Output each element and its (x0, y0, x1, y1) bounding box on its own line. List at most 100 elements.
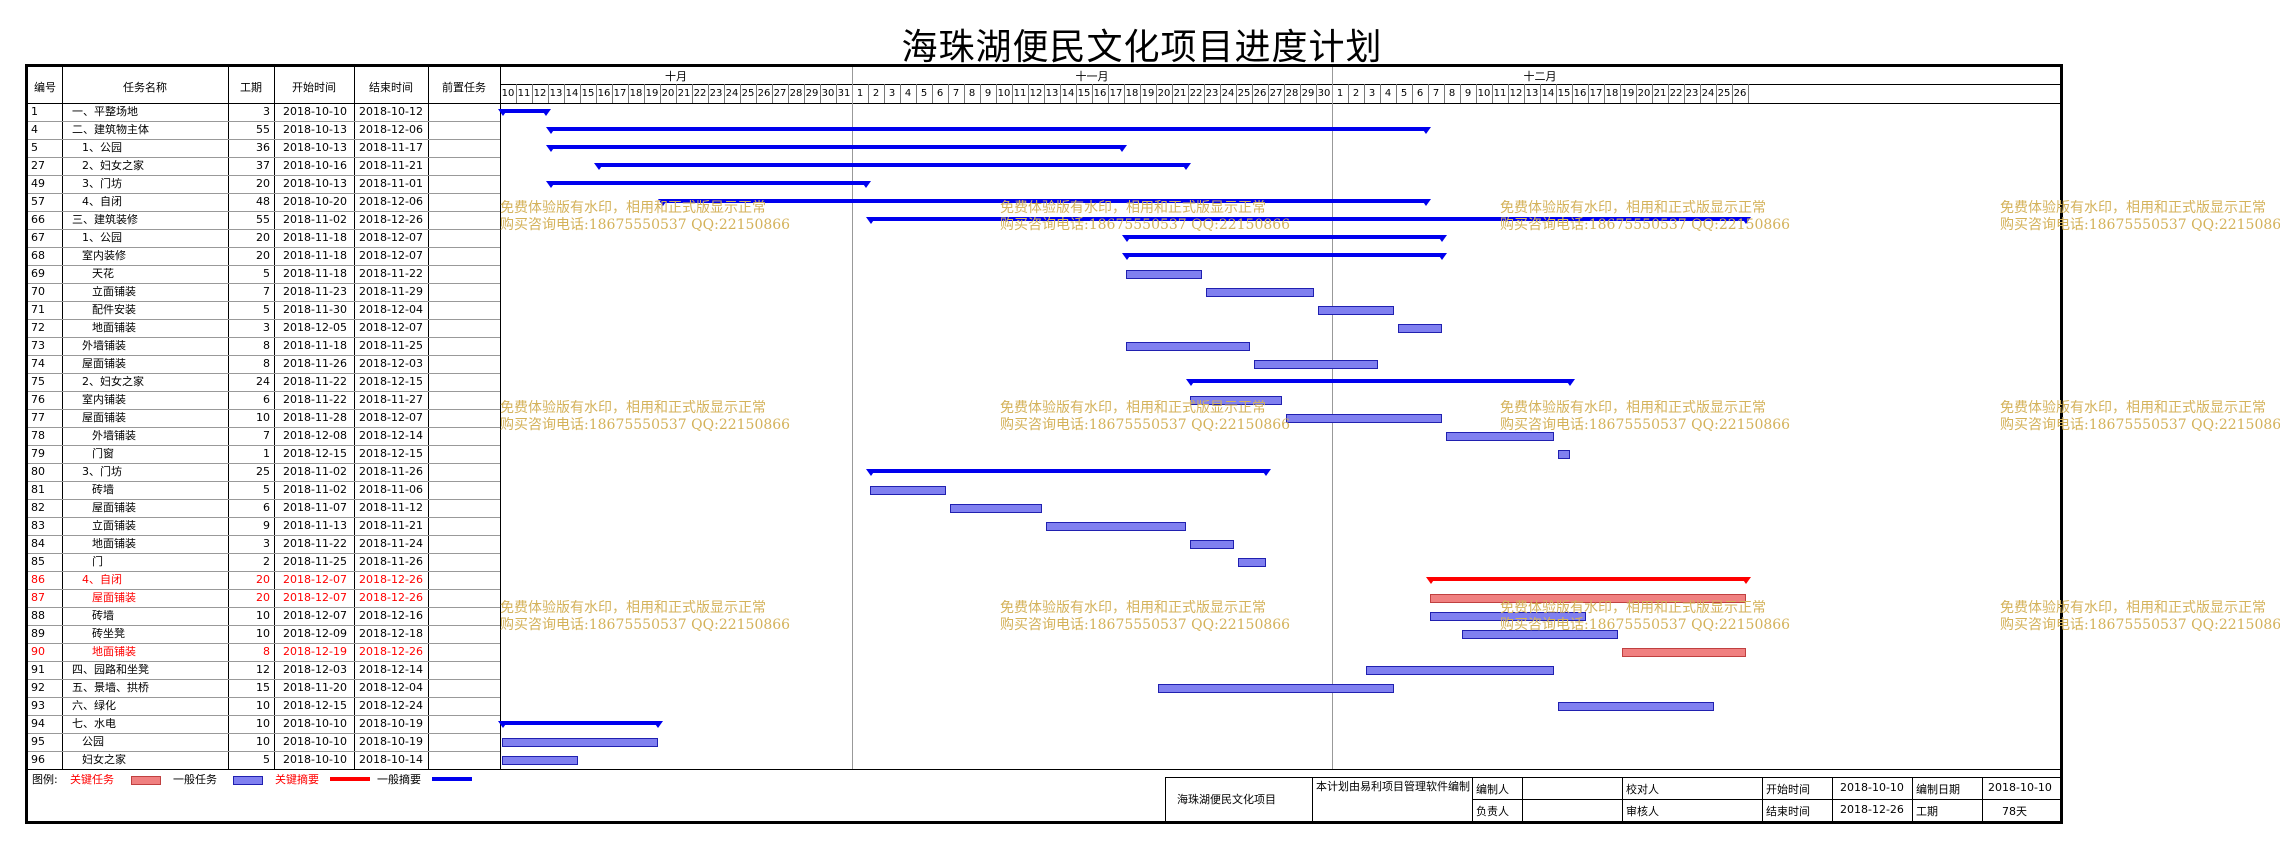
day-tick (548, 84, 549, 103)
summary-end-marker (866, 469, 876, 476)
day-tick (1508, 84, 1509, 103)
task-bar[interactable] (502, 738, 658, 747)
day-label: 19 (645, 88, 659, 99)
day-tick (1732, 84, 1733, 103)
task-bar[interactable] (1318, 306, 1394, 315)
day-label: 18 (1125, 88, 1139, 99)
task-bar[interactable] (1446, 432, 1554, 441)
legend-prefix: 图例: (32, 774, 58, 786)
row-line (28, 139, 500, 140)
footer-start-value: 2018-10-10 (1840, 781, 1904, 794)
watermark-line: 免费体验版有水印，相用和正式版显示正常 (500, 600, 766, 616)
task-bar[interactable] (1430, 612, 1586, 621)
task-end: 2018-12-03 (359, 358, 423, 370)
task-duration: 10 (256, 628, 270, 640)
task-name: 二、建筑物主体 (72, 124, 149, 136)
day-label: 15 (1557, 88, 1571, 99)
task-bar[interactable] (1190, 540, 1234, 549)
summary-end-marker (1122, 235, 1132, 242)
day-tick (660, 84, 661, 103)
summary-end-marker (594, 163, 604, 170)
task-bar[interactable] (1366, 666, 1554, 675)
task-bar[interactable] (870, 486, 946, 495)
task-bar[interactable] (502, 756, 578, 765)
day-tick (1092, 84, 1093, 103)
day-label: 1 (856, 88, 864, 99)
row-line (28, 121, 500, 122)
task-name: 1、公园 (82, 232, 122, 244)
day-label: 12 (533, 88, 547, 99)
day-label: 31 (837, 88, 851, 99)
task-bar[interactable] (1158, 684, 1394, 693)
summary-end-marker (1421, 127, 1431, 134)
month-label: 十二月 (1523, 70, 1557, 83)
task-name: 配件安装 (92, 304, 136, 316)
day-tick (900, 84, 901, 103)
day-tick (1380, 84, 1381, 103)
task-end: 2018-10-19 (359, 736, 423, 748)
task-end: 2018-11-01 (359, 178, 423, 190)
row-line (28, 661, 500, 662)
task-bar[interactable] (1462, 630, 1618, 639)
task-bar[interactable] (1126, 270, 1202, 279)
row-line (28, 643, 500, 644)
day-label: 16 (1573, 88, 1587, 99)
day-tick (884, 84, 885, 103)
task-bar[interactable] (1286, 414, 1442, 423)
task-start: 2018-11-30 (283, 304, 347, 316)
task-bar[interactable] (1622, 648, 1746, 657)
task-bar[interactable] (1190, 396, 1282, 405)
task-end: 2018-12-06 (359, 196, 423, 208)
day-tick (1604, 84, 1605, 103)
day-label: 23 (1205, 88, 1219, 99)
info-column-line (1165, 777, 1166, 821)
task-bar[interactable] (1558, 702, 1714, 711)
task-name: 六、绿化 (72, 700, 116, 712)
task-bar[interactable] (1254, 360, 1378, 369)
task-bar[interactable] (1206, 288, 1314, 297)
column-header: 前置任务 (442, 81, 486, 94)
task-duration: 7 (263, 286, 270, 298)
day-tick (532, 84, 533, 103)
day-tick (1396, 84, 1397, 103)
task-name: 砖坐凳 (92, 628, 125, 640)
task-name: 立面铺装 (92, 286, 136, 298)
day-label: 30 (821, 88, 835, 99)
row-line (28, 283, 500, 284)
task-end: 2018-12-26 (359, 646, 423, 658)
task-bar[interactable] (950, 504, 1042, 513)
task-bar[interactable] (1558, 450, 1570, 459)
task-bar[interactable] (1398, 324, 1442, 333)
watermark-line: 免费体验版有水印，相用和正式版显示正常 (1500, 400, 1766, 416)
task-id: 95 (31, 736, 45, 748)
row-line (28, 571, 500, 572)
summary-end-marker (1122, 253, 1132, 260)
info-column-line (1912, 777, 1913, 821)
legend-critical-task: 关键任务 (70, 774, 114, 786)
row-line (28, 265, 500, 266)
task-start: 2018-12-08 (283, 430, 347, 442)
task-bar[interactable] (1046, 522, 1186, 531)
task-bar[interactable] (1430, 594, 1746, 603)
day-tick (1748, 84, 1749, 103)
summary-end-marker (1181, 163, 1191, 170)
task-start: 2018-11-18 (283, 250, 347, 262)
day-label: 28 (789, 88, 803, 99)
task-bar[interactable] (1126, 342, 1250, 351)
day-tick (1540, 84, 1541, 103)
task-id: 73 (31, 340, 45, 352)
task-end: 2018-12-07 (359, 322, 423, 334)
day-tick (1588, 84, 1589, 103)
task-bar[interactable] (1238, 558, 1266, 567)
day-tick (1364, 84, 1365, 103)
task-start: 2018-12-05 (283, 322, 347, 334)
task-start: 2018-10-10 (283, 754, 347, 766)
row-line (28, 211, 500, 212)
task-id: 90 (31, 646, 45, 658)
footer-date-value: 2018-10-10 (1988, 781, 2052, 794)
task-id: 70 (31, 286, 45, 298)
row-line (28, 499, 500, 500)
summary-end-marker (1261, 469, 1271, 476)
task-end: 2018-10-12 (359, 106, 423, 118)
row-line (28, 733, 500, 734)
